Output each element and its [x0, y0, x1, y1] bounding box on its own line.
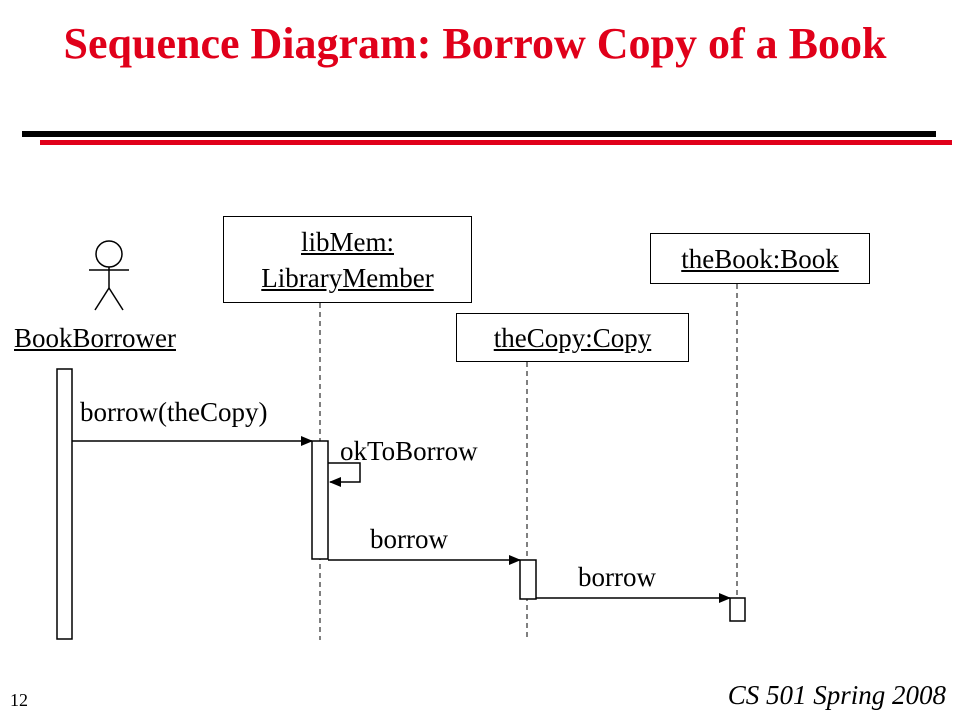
message-label-borrow-to-copy: borrow: [370, 524, 448, 554]
message-arrow-oktoborrow: [328, 462, 361, 487]
activation-thebook: [729, 597, 746, 622]
activation-bookborrower: [56, 368, 73, 640]
slide-title: Sequence Diagram: Borrow Copy of a Book: [63, 19, 887, 68]
actor-label: BookBorrower: [14, 323, 176, 353]
footer-course: CS 501 Spring 2008: [727, 680, 946, 710]
title-rule-red: [40, 140, 952, 145]
object-thecopy-label: theCopy:Copy: [493, 322, 652, 353]
activation-libmem: [311, 440, 329, 560]
object-libmem-line2: LibraryMember: [261, 262, 434, 293]
object-box-libmem: libMem: LibraryMember: [223, 216, 472, 303]
object-thebook-label: theBook:Book: [681, 243, 839, 274]
object-box-thebook: theBook:Book: [650, 233, 870, 284]
title-rule-black: [22, 131, 936, 137]
message-label-oktoborrow: okToBorrow: [340, 436, 478, 466]
actor-stick-figure-icon: [89, 240, 129, 311]
object-libmem-line1: libMem:: [301, 226, 394, 257]
message-label-borrow-thecopy: borrow(theCopy): [80, 397, 268, 427]
object-box-thecopy: theCopy:Copy: [456, 313, 689, 362]
page-number: 12: [10, 690, 28, 710]
message-label-borrow-to-book: borrow: [578, 562, 656, 592]
activation-thecopy: [519, 559, 537, 600]
